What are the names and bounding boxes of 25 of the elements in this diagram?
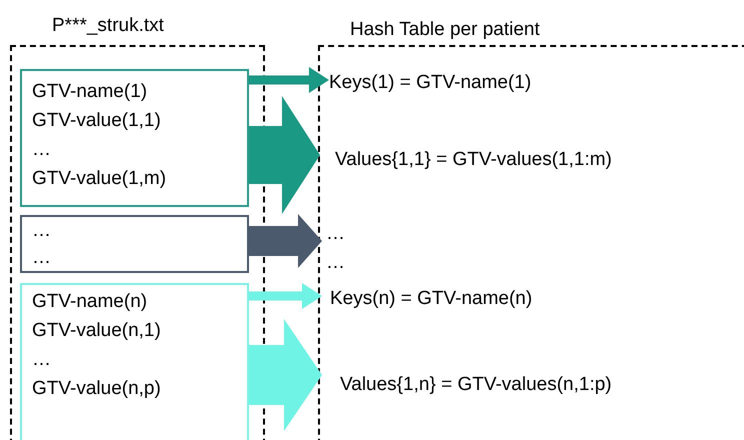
record-line: GTV-value(1,1) xyxy=(32,109,161,133)
block-arrow xyxy=(249,319,322,431)
container-heading: Hash Table per patient xyxy=(350,19,540,41)
record-line: GTV-value(n,p) xyxy=(32,377,161,401)
hash-entry: Keys(n) = GTV-name(n) xyxy=(330,286,532,310)
record-line: GTV-value(1,m) xyxy=(32,167,166,191)
record-line: GTV-name(n) xyxy=(32,290,148,314)
hash-entry: Values{1,1} = GTV-values(1,1:m) xyxy=(335,148,612,172)
record-line: GTV-value(n,1) xyxy=(32,319,161,343)
record-box xyxy=(20,215,249,273)
record-line: … xyxy=(32,348,51,372)
block-arrow xyxy=(249,214,322,268)
block-arrow xyxy=(249,67,329,93)
container-heading: P***_struk.txt xyxy=(52,15,164,37)
record-line: … xyxy=(32,138,51,162)
block-arrow xyxy=(249,283,322,309)
record-line: GTV-name(1) xyxy=(32,80,148,104)
record-box xyxy=(20,69,249,207)
record-line: … xyxy=(32,219,51,243)
hash-entry: Keys(1) = GTV-name(1) xyxy=(329,70,532,94)
record-line: … xyxy=(32,246,51,270)
hash-entry: … xyxy=(326,251,345,275)
block-arrow xyxy=(249,96,320,214)
hash-entry: Values{1,n} = GTV-values(n,1:p) xyxy=(340,372,612,396)
hash-entry: … xyxy=(326,222,345,246)
